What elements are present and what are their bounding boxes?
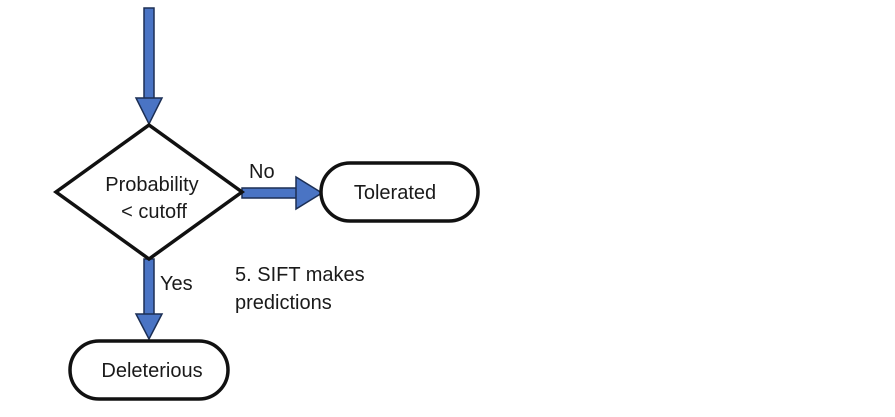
yes-arrow <box>134 258 164 341</box>
yes-label: Yes <box>160 273 193 295</box>
step-caption-line1: 5. SIFT makes <box>235 264 365 286</box>
tolerated-label: Tolerated <box>354 182 436 204</box>
deleterious-terminal <box>68 339 230 401</box>
decision-diamond <box>53 122 245 262</box>
no-label: No <box>249 161 275 183</box>
deleterious-label: Deleterious <box>101 360 202 382</box>
decision-text-line1: Probability <box>105 174 198 196</box>
incoming-arrow <box>134 7 164 126</box>
tolerated-terminal <box>319 161 480 223</box>
step-caption-line2: predictions <box>235 292 332 314</box>
decision-text-line2: < cutoff <box>121 201 187 223</box>
